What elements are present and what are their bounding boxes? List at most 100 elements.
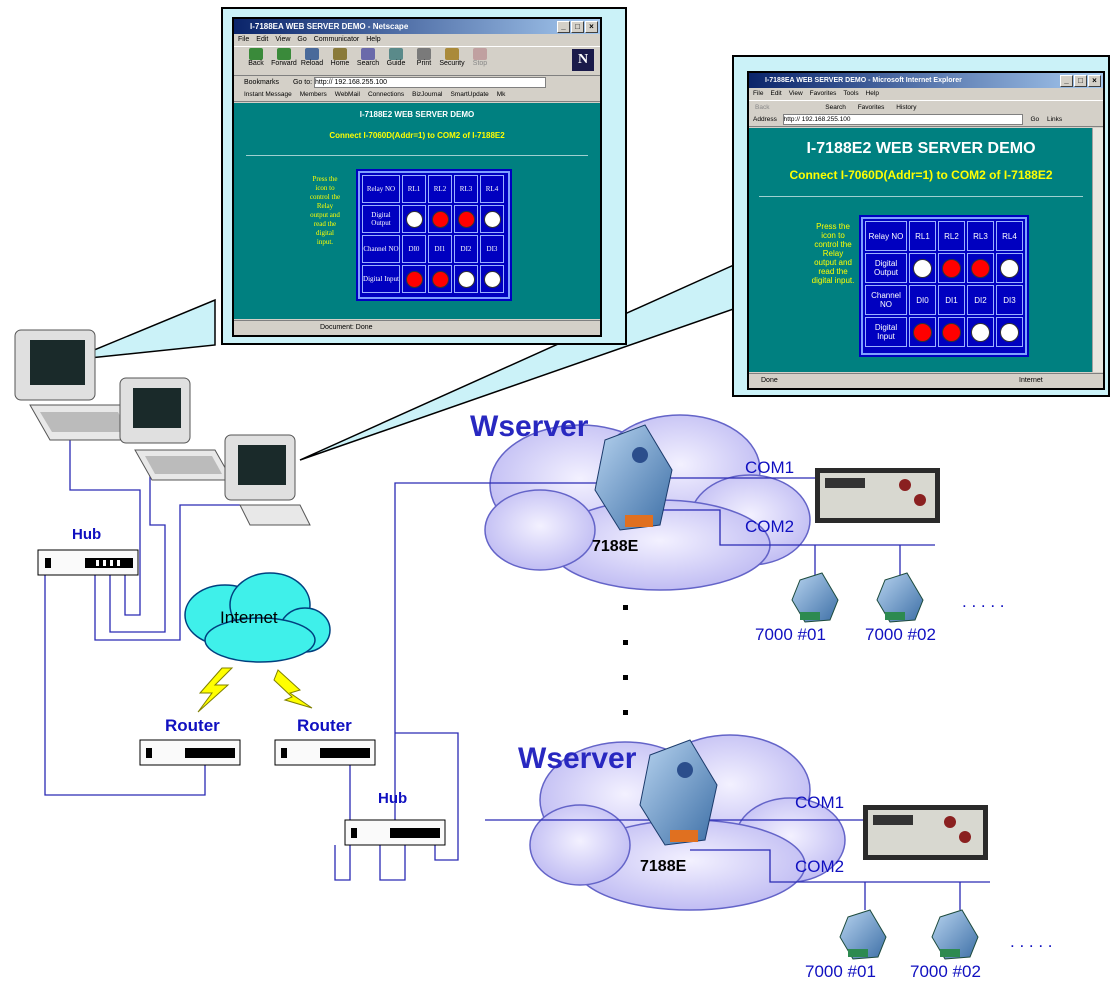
demo-subtitle: Connect I-7060D(Addr=1) to COM2 of I-718…	[789, 168, 1053, 182]
divider	[246, 155, 588, 156]
ie-titlebar: I-7188EA WEB SERVER DEMO - Microsoft Int…	[749, 73, 1103, 88]
do-0-icon[interactable]	[405, 210, 423, 228]
di-cell	[996, 317, 1023, 347]
print-button[interactable]: Print	[410, 47, 438, 67]
di-3-icon	[483, 270, 501, 288]
menu-go[interactable]: Go	[297, 36, 307, 43]
do-1-icon[interactable]	[431, 210, 449, 228]
ie-scrollbar[interactable]	[1092, 128, 1103, 372]
reload-button[interactable]: Reload	[298, 47, 326, 67]
menu-view[interactable]: View	[275, 36, 291, 43]
menu-edit[interactable]: Edit	[256, 36, 269, 43]
channel-di1: DI1	[428, 235, 452, 263]
module-label-02-top: 7000 #02	[865, 625, 936, 644]
com2-label-bottom: COM2	[795, 857, 845, 876]
ie-search-button[interactable]: Search	[825, 104, 846, 111]
hub-label-bottom: Hub	[378, 790, 408, 807]
device-7188e-top	[594, 424, 673, 531]
di-cell	[454, 265, 478, 293]
channel-di2: DI2	[967, 285, 994, 315]
pt-webmail[interactable]: WebMail	[334, 91, 360, 98]
module-label-02-bottom: 7000 #02	[910, 962, 981, 981]
do-0-icon[interactable]	[913, 258, 932, 278]
stop-button[interactable]: Stop	[466, 47, 494, 67]
menu-tools[interactable]: Tools	[843, 90, 859, 97]
pt-members[interactable]: Members	[299, 91, 327, 98]
pt-mk[interactable]: Mk	[496, 91, 506, 98]
menu-view[interactable]: View	[788, 90, 803, 97]
di-0-icon	[913, 322, 932, 342]
relay-rl3: RL3	[454, 175, 478, 203]
pt-bizjournal[interactable]: BizJournal	[412, 91, 443, 98]
more-modules-top: . . . . .	[962, 592, 1005, 611]
menu-file[interactable]: File	[238, 36, 250, 43]
do-3-icon[interactable]	[1000, 258, 1019, 278]
menu-help[interactable]: Help	[366, 36, 381, 43]
ie-back-button[interactable]: Back	[755, 104, 770, 111]
device-label-top: 7188E	[592, 538, 639, 555]
ie-history-button[interactable]: History	[896, 104, 917, 111]
minimize-icon[interactable]: _	[1060, 75, 1073, 87]
module-7000-02-bottom	[931, 909, 979, 960]
back-button[interactable]: Back	[242, 47, 270, 67]
di-cell	[967, 317, 994, 347]
menu-favorites[interactable]: Favorites	[809, 90, 837, 97]
do-cell[interactable]	[480, 205, 504, 233]
home-button[interactable]: Home	[326, 47, 354, 67]
pc-2	[119, 377, 233, 481]
do-3-icon[interactable]	[483, 210, 501, 228]
demo-title: I-7188E2 WEB SERVER DEMO	[359, 110, 475, 119]
ie-links-button[interactable]: Links	[1046, 116, 1063, 124]
di-cell	[909, 317, 936, 347]
do-cell[interactable]	[909, 253, 936, 283]
vertical-ellipsis	[623, 605, 628, 715]
do-2-icon[interactable]	[971, 258, 990, 278]
maximize-icon[interactable]: □	[1074, 75, 1087, 87]
menu-edit[interactable]: Edit	[770, 90, 782, 97]
router-label-left: Router	[165, 716, 220, 735]
close-icon[interactable]: ×	[1088, 75, 1101, 87]
minimize-icon[interactable]: _	[557, 21, 570, 33]
search-icon	[361, 48, 375, 60]
ie-go-button[interactable]: Go	[1030, 116, 1040, 124]
pt-connections[interactable]: Connections	[367, 91, 405, 98]
relay-rl2: RL2	[428, 175, 452, 203]
ie-window: I-7188EA WEB SERVER DEMO - Microsoft Int…	[747, 71, 1105, 390]
relay-header: Relay NO	[865, 221, 907, 251]
pt-smartupdate[interactable]: SmartUpdate	[450, 91, 489, 98]
do-cell[interactable]	[428, 205, 452, 233]
netscape-personal-toolbar: Instant Message Members WebMail Connections…	[234, 89, 600, 102]
menu-communicator[interactable]: Communicator	[313, 36, 360, 43]
menu-help[interactable]: Help	[865, 90, 879, 97]
maximize-icon[interactable]: □	[571, 21, 584, 33]
wserver-label-bottom: Wserver	[518, 742, 637, 775]
do-cell[interactable]	[454, 205, 478, 233]
ie-favorites-button[interactable]: Favorites	[857, 104, 885, 111]
ie-page-content: I-7188E2 WEB SERVER DEMO Connect I-7060D…	[749, 128, 1093, 372]
router-right	[274, 739, 376, 766]
netscape-url-input[interactable]: http:// 192.168.255.100	[314, 76, 546, 88]
do-cell[interactable]	[996, 253, 1023, 283]
instrument-bottom	[863, 805, 988, 860]
ie-address-label: Address	[753, 116, 777, 124]
do-1-icon[interactable]	[942, 258, 961, 278]
menu-file[interactable]: File	[753, 90, 764, 97]
do-cell[interactable]	[402, 205, 426, 233]
ie-url-input[interactable]: http:// 192.168.255.100	[782, 114, 1023, 125]
close-icon[interactable]: ×	[585, 21, 598, 33]
do-2-icon[interactable]	[457, 210, 475, 228]
pt-instant-message[interactable]: Instant Message	[244, 91, 292, 98]
bookmarks-button[interactable]: Bookmarks	[244, 79, 280, 86]
lock-icon	[445, 48, 459, 60]
search-button[interactable]: Search	[354, 47, 382, 67]
forward-button[interactable]: Forward	[270, 47, 298, 67]
di-2-icon	[457, 270, 475, 288]
guide-button[interactable]: Guide	[382, 47, 410, 67]
do-cell[interactable]	[938, 253, 965, 283]
demo-subtitle: Connect I-7060D(Addr=1) to COM2 of I-718…	[329, 131, 505, 140]
security-button[interactable]: Security	[438, 47, 466, 67]
relay-rl4: RL4	[996, 221, 1023, 251]
do-cell[interactable]	[967, 253, 994, 283]
back-icon	[249, 48, 263, 60]
